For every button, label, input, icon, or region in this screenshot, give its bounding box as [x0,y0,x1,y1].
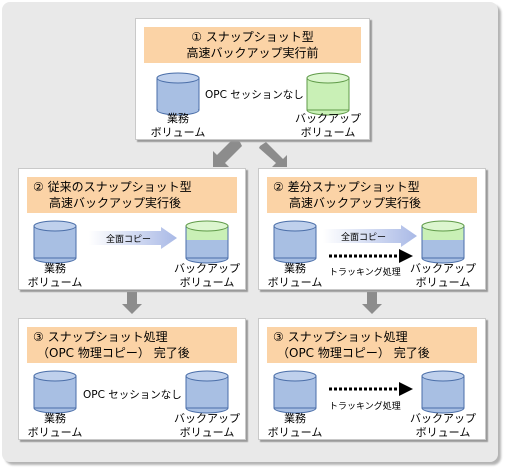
backup-volume-icon [185,220,229,264]
backup-volume-icon [306,72,350,116]
tracking-label: トラッキング処理 [329,268,401,278]
panel-title: ② 差分スナップショット型 高速バックアップ実行後 [267,177,477,213]
full-copy-arrow [323,225,417,247]
flow-arrow-right [259,142,287,167]
business-volume-label: 業務 ボリューム [27,262,83,289]
backup-volume-label: バックアップ ボリューム [174,262,240,289]
panel-differential-complete: ③ スナップショット処理 （OPC 物理コピー） 完了後 業務 ボリューム トラ… [258,318,486,440]
no-session-text: OPC セッションなし [205,89,304,101]
backup-volume-label: バックアップ ボリューム [410,262,476,289]
panel-title-line2: 高速バックアップ実行後 [289,196,422,210]
business-volume-label: 業務 ボリューム [150,112,206,139]
panel-title: ② 従来のスナップショット型 高速バックアップ実行後 [27,177,237,213]
backup-volume-icon [421,370,465,414]
business-volume-label: 業務 ボリューム [27,412,83,439]
business-volume-label: 業務 ボリューム [267,412,323,439]
business-volume-icon [273,220,317,264]
panel-title: ③ スナップショット処理 （OPC 物理コピー） 完了後 [267,327,477,363]
backup-volume-icon [185,370,229,414]
panel-title-line1: ② 従来のスナップショット型 [33,180,192,194]
panel-traditional-complete: ③ スナップショット処理 （OPC 物理コピー） 完了後 業務 ボリューム OP… [18,318,246,440]
panel-differential-after: ② 差分スナップショット型 高速バックアップ実行後 業務 ボリューム 全面コピー… [258,168,486,290]
panel-title: ③ スナップショット処理 （OPC 物理コピー） 完了後 [27,327,237,363]
backup-volume-label: バックアップ ボリューム [295,112,361,139]
full-copy-arrow [89,227,177,249]
flow-arrow-down-left [122,292,142,314]
backup-volume-icon [421,220,465,264]
panel-title-line1: ① スナップショット型 [191,30,314,44]
tracking-label: トラッキング処理 [329,402,401,412]
business-volume-label: 業務 ボリューム [267,262,323,289]
panel-title-line2: 高速バックアップ実行前 [186,46,319,60]
business-volume-icon [156,72,200,116]
panel-title-line2: 高速バックアップ実行後 [49,196,182,210]
tracking-arrow [329,249,413,263]
backup-volume-label: バックアップ ボリューム [174,412,240,439]
full-copy-label: 全面コピー [341,233,387,243]
panel-title-line2: （OPC 物理コピー） 完了後 [37,346,190,360]
business-volume-icon [33,220,77,264]
flow-arrow-down-right [362,292,382,314]
panel-title-line2: （OPC 物理コピー） 完了後 [277,346,430,360]
panel-traditional-after: ② 従来のスナップショット型 高速バックアップ実行後 業務 ボリューム 全面コピ… [18,168,246,290]
flow-arrow-left [213,138,242,167]
tracking-arrow [329,382,413,396]
panel-before-backup: ① スナップショット型 高速バックアップ実行前 業務 ボリューム OPC セッシ… [135,18,370,140]
panel-title-line1: ③ スナップショット処理 [33,330,168,344]
panel-title: ① スナップショット型 高速バックアップ実行前 [144,27,361,63]
business-volume-icon [33,370,77,414]
business-volume-icon [273,370,317,414]
backup-volume-label: バックアップ ボリューム [410,412,476,439]
panel-title-line1: ③ スナップショット処理 [273,330,408,344]
no-session-text: OPC セッションなし [83,389,182,401]
full-copy-label: 全面コピー [106,235,152,245]
panel-title-line1: ② 差分スナップショット型 [273,180,420,194]
